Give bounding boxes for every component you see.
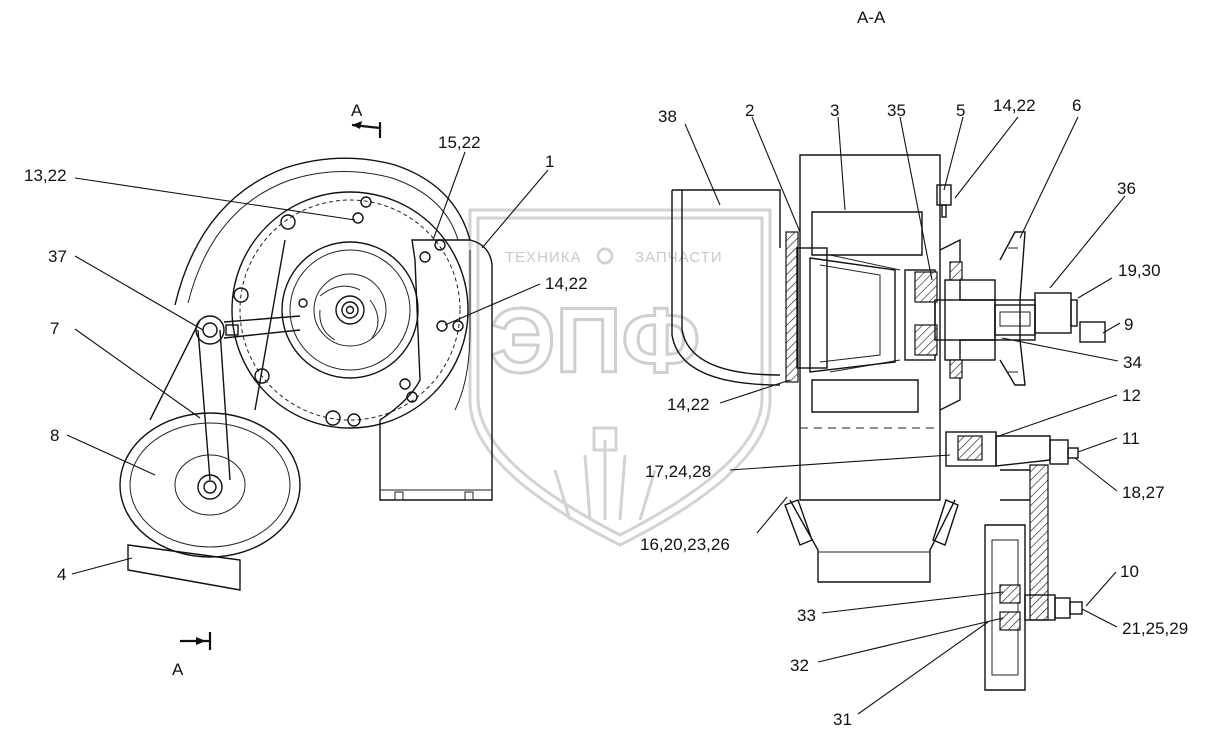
watermark-text-2: ЗАПЧАСТИ (635, 249, 723, 266)
callout-8: 8 (50, 426, 59, 445)
section-mark-top: А (351, 101, 363, 120)
callout-4: 4 (57, 565, 66, 584)
impeller (809, 257, 896, 373)
base-block (127, 544, 241, 591)
tension-pulley (119, 412, 301, 558)
callout-15-22: 15,22 (438, 133, 481, 152)
drive-pulley (999, 231, 1026, 386)
lower-pulley (984, 524, 1026, 691)
callout-18-27: 18,27 (1122, 483, 1165, 502)
callout-14-22-top: 14,22 (993, 96, 1036, 115)
callout-37: 37 (48, 247, 67, 266)
section-view (671, 154, 1106, 691)
callout-21-25-29: 21,25,29 (1122, 619, 1188, 638)
labels: А-А А А 13,22 15,22 1 14,22 37 7 8 4 38 … (24, 8, 1188, 729)
watermark: ТЕХНИКА ЗАПЧАСТИ ЭПФ (468, 208, 772, 547)
callout-5: 5 (956, 101, 965, 120)
callout-32: 32 (790, 656, 809, 675)
callout-12: 12 (1122, 386, 1141, 405)
section-arrow-bottom (180, 632, 212, 650)
nut (1034, 292, 1072, 334)
outlet-cone (789, 499, 956, 583)
callout-10: 10 (1120, 562, 1139, 581)
callout-11: 11 (1122, 429, 1140, 448)
callout-14-22-left: 14,22 (545, 274, 588, 293)
watermark-text-1: ТЕХНИКА (505, 249, 582, 266)
callout-3: 3 (830, 101, 839, 120)
callout-35: 35 (887, 101, 906, 120)
callout-6: 6 (1072, 96, 1081, 115)
gear-icon (596, 247, 614, 265)
callout-2: 2 (745, 101, 754, 120)
side-view (119, 121, 493, 650)
callout-34: 34 (1123, 353, 1142, 372)
fan-housing (799, 154, 941, 501)
callout-9: 9 (1124, 315, 1133, 334)
hub (335, 295, 365, 325)
callout-17-24-28: 17,24,28 (645, 462, 711, 481)
callout-19-30: 19,30 (1118, 261, 1161, 280)
callout-1: 1 (545, 152, 554, 171)
impeller-disk (281, 241, 419, 379)
callout-16-20-23-26: 16,20,23,26 (640, 535, 730, 554)
section-mark-bottom: А (172, 660, 184, 679)
callout-14-22-mid: 14,22 (667, 395, 710, 414)
section-title: А-А (857, 8, 886, 27)
callout-33: 33 (797, 606, 816, 625)
callout-36: 36 (1117, 179, 1136, 198)
inlet-duct (672, 189, 781, 248)
callout-13-22: 13,22 (24, 166, 67, 185)
fan-volute (231, 191, 469, 429)
section-arrow-top (351, 121, 382, 138)
callout-7: 7 (50, 319, 59, 338)
callout-38: 38 (658, 107, 677, 126)
arm-pivot (195, 315, 225, 345)
watermark-logo: ЭПФ (490, 290, 700, 392)
tension-bolt (995, 435, 1051, 467)
callout-31: 31 (833, 710, 852, 729)
watermark-wheat-icon (553, 426, 657, 521)
leader-lines (66, 116, 1126, 715)
bracket-plate (379, 239, 493, 501)
